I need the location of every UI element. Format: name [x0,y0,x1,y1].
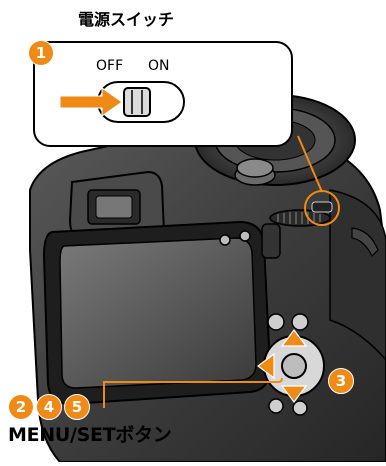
monitor-screen [60,238,256,388]
callout-3: 3 [328,368,354,394]
callout-5: 5 [64,394,90,420]
switch-knob [124,88,150,116]
power-switch-title: 電源スイッチ [78,6,174,30]
rear-button [268,314,284,330]
on-label: ON [148,58,170,74]
callout-4: 4 [36,394,62,420]
callout-2: 2 [8,394,34,420]
menu-set-button-label: MENU/SETボタン [8,420,171,447]
small-button [220,235,230,245]
off-label: OFF [96,58,123,74]
menu-set-button-shape [282,354,306,378]
callout-1: 1 [28,40,54,66]
